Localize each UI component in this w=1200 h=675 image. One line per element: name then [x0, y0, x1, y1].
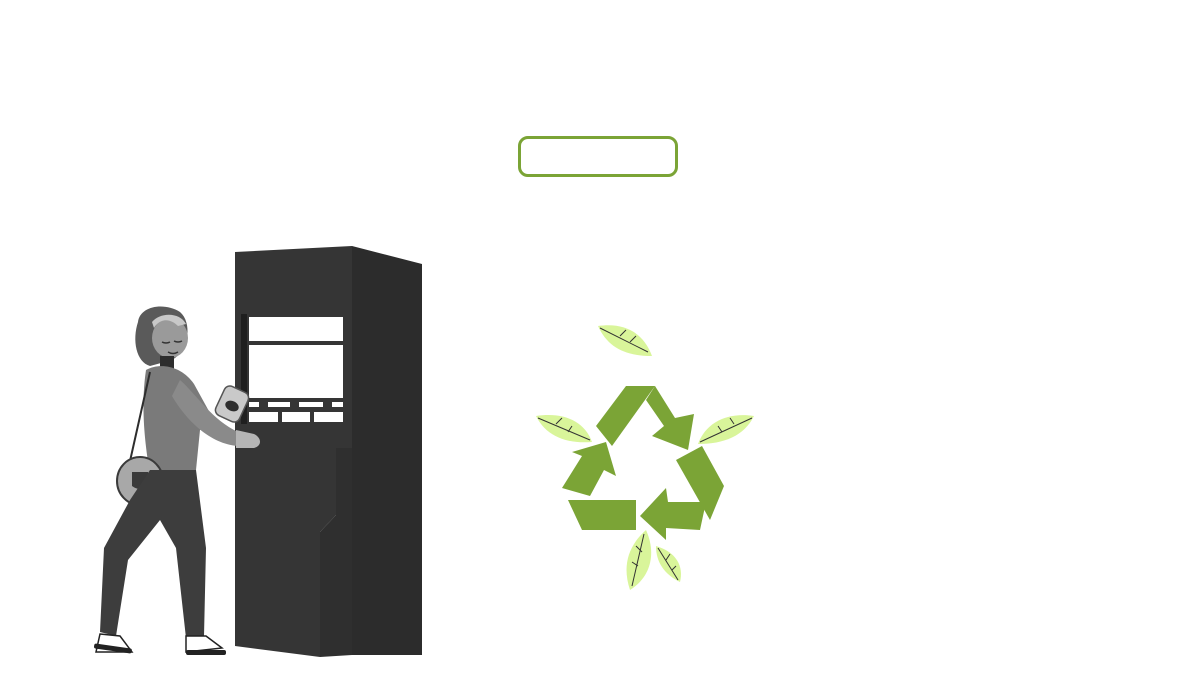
leaf-icon-bottom-left [626, 530, 652, 590]
empty-button[interactable] [518, 136, 678, 177]
leaf-icon-right [698, 415, 754, 444]
recycle-icon [562, 386, 724, 540]
person-illustration [94, 306, 260, 655]
leaf-icon-top [598, 325, 652, 356]
leaf-icon-bottom-right [656, 546, 681, 582]
vending-machine-illustration [235, 246, 422, 657]
leaf-icon-left [536, 415, 592, 443]
